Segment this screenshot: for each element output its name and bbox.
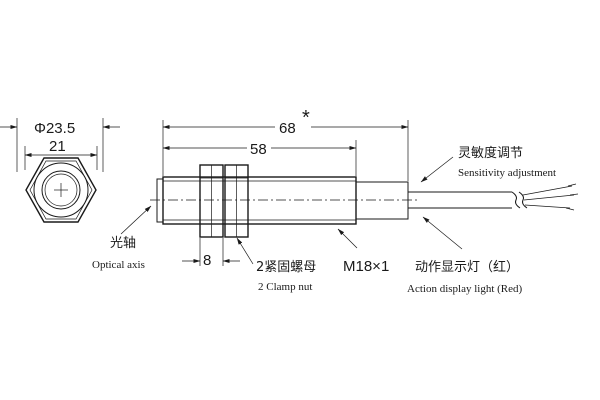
action-light-en-label: Action display light (Red) — [407, 283, 523, 295]
side-view: 68 * 58 8 — [120, 107, 579, 269]
callout-labels: 光轴 Optical axis 2紧固螺母 2 Clamp nut M18×1 … — [92, 145, 556, 295]
total-length-label: 68 — [279, 120, 296, 137]
leader-thread — [337, 228, 358, 249]
inner-circle — [41, 170, 81, 210]
dim-68-label-bg — [275, 118, 311, 134]
dim-58-label-bg — [247, 140, 271, 155]
optical-axis-en-label: Optical axis — [92, 259, 145, 271]
leader-optical-axis — [120, 205, 152, 235]
leader-sensitivity — [420, 156, 454, 183]
clamp-nut-en-label: 2 Clamp nut — [258, 281, 312, 293]
front-view: Φ23.5 21 — [0, 118, 120, 223]
sensor-body — [162, 176, 357, 225]
nut-width-label: 8 — [203, 252, 211, 269]
hex-nut-inner-edge — [29, 160, 93, 220]
sensitivity-cn-label: 灵敏度调节 — [458, 145, 523, 161]
clamp-nut-1 — [199, 164, 224, 238]
total-length-mark: * — [302, 107, 310, 129]
hex-nut-outline — [25, 157, 97, 223]
rear-housing — [355, 181, 409, 220]
leader-action-light — [422, 216, 463, 250]
lens-circle — [44, 173, 78, 207]
outer-diameter-label: Φ23.5 — [34, 120, 75, 137]
sensitivity-en-label: Sensitivity adjustment — [458, 167, 556, 179]
across-flats-label: 21 — [49, 138, 66, 155]
clamp-nut-cn-label: 2紧固螺母 — [256, 260, 316, 275]
outer-circle — [33, 162, 89, 218]
action-light-cn-label: 动作显示灯（红） — [415, 259, 519, 275]
front-cap — [156, 178, 164, 223]
cable — [408, 183, 579, 211]
thread-spec-label: M18×1 — [343, 258, 389, 275]
body-length-label: 58 — [250, 141, 267, 158]
optical-axis-cn-label: 光轴 — [110, 236, 136, 251]
leader-clamp-nut — [236, 237, 254, 265]
clamp-nut-2 — [224, 164, 249, 238]
